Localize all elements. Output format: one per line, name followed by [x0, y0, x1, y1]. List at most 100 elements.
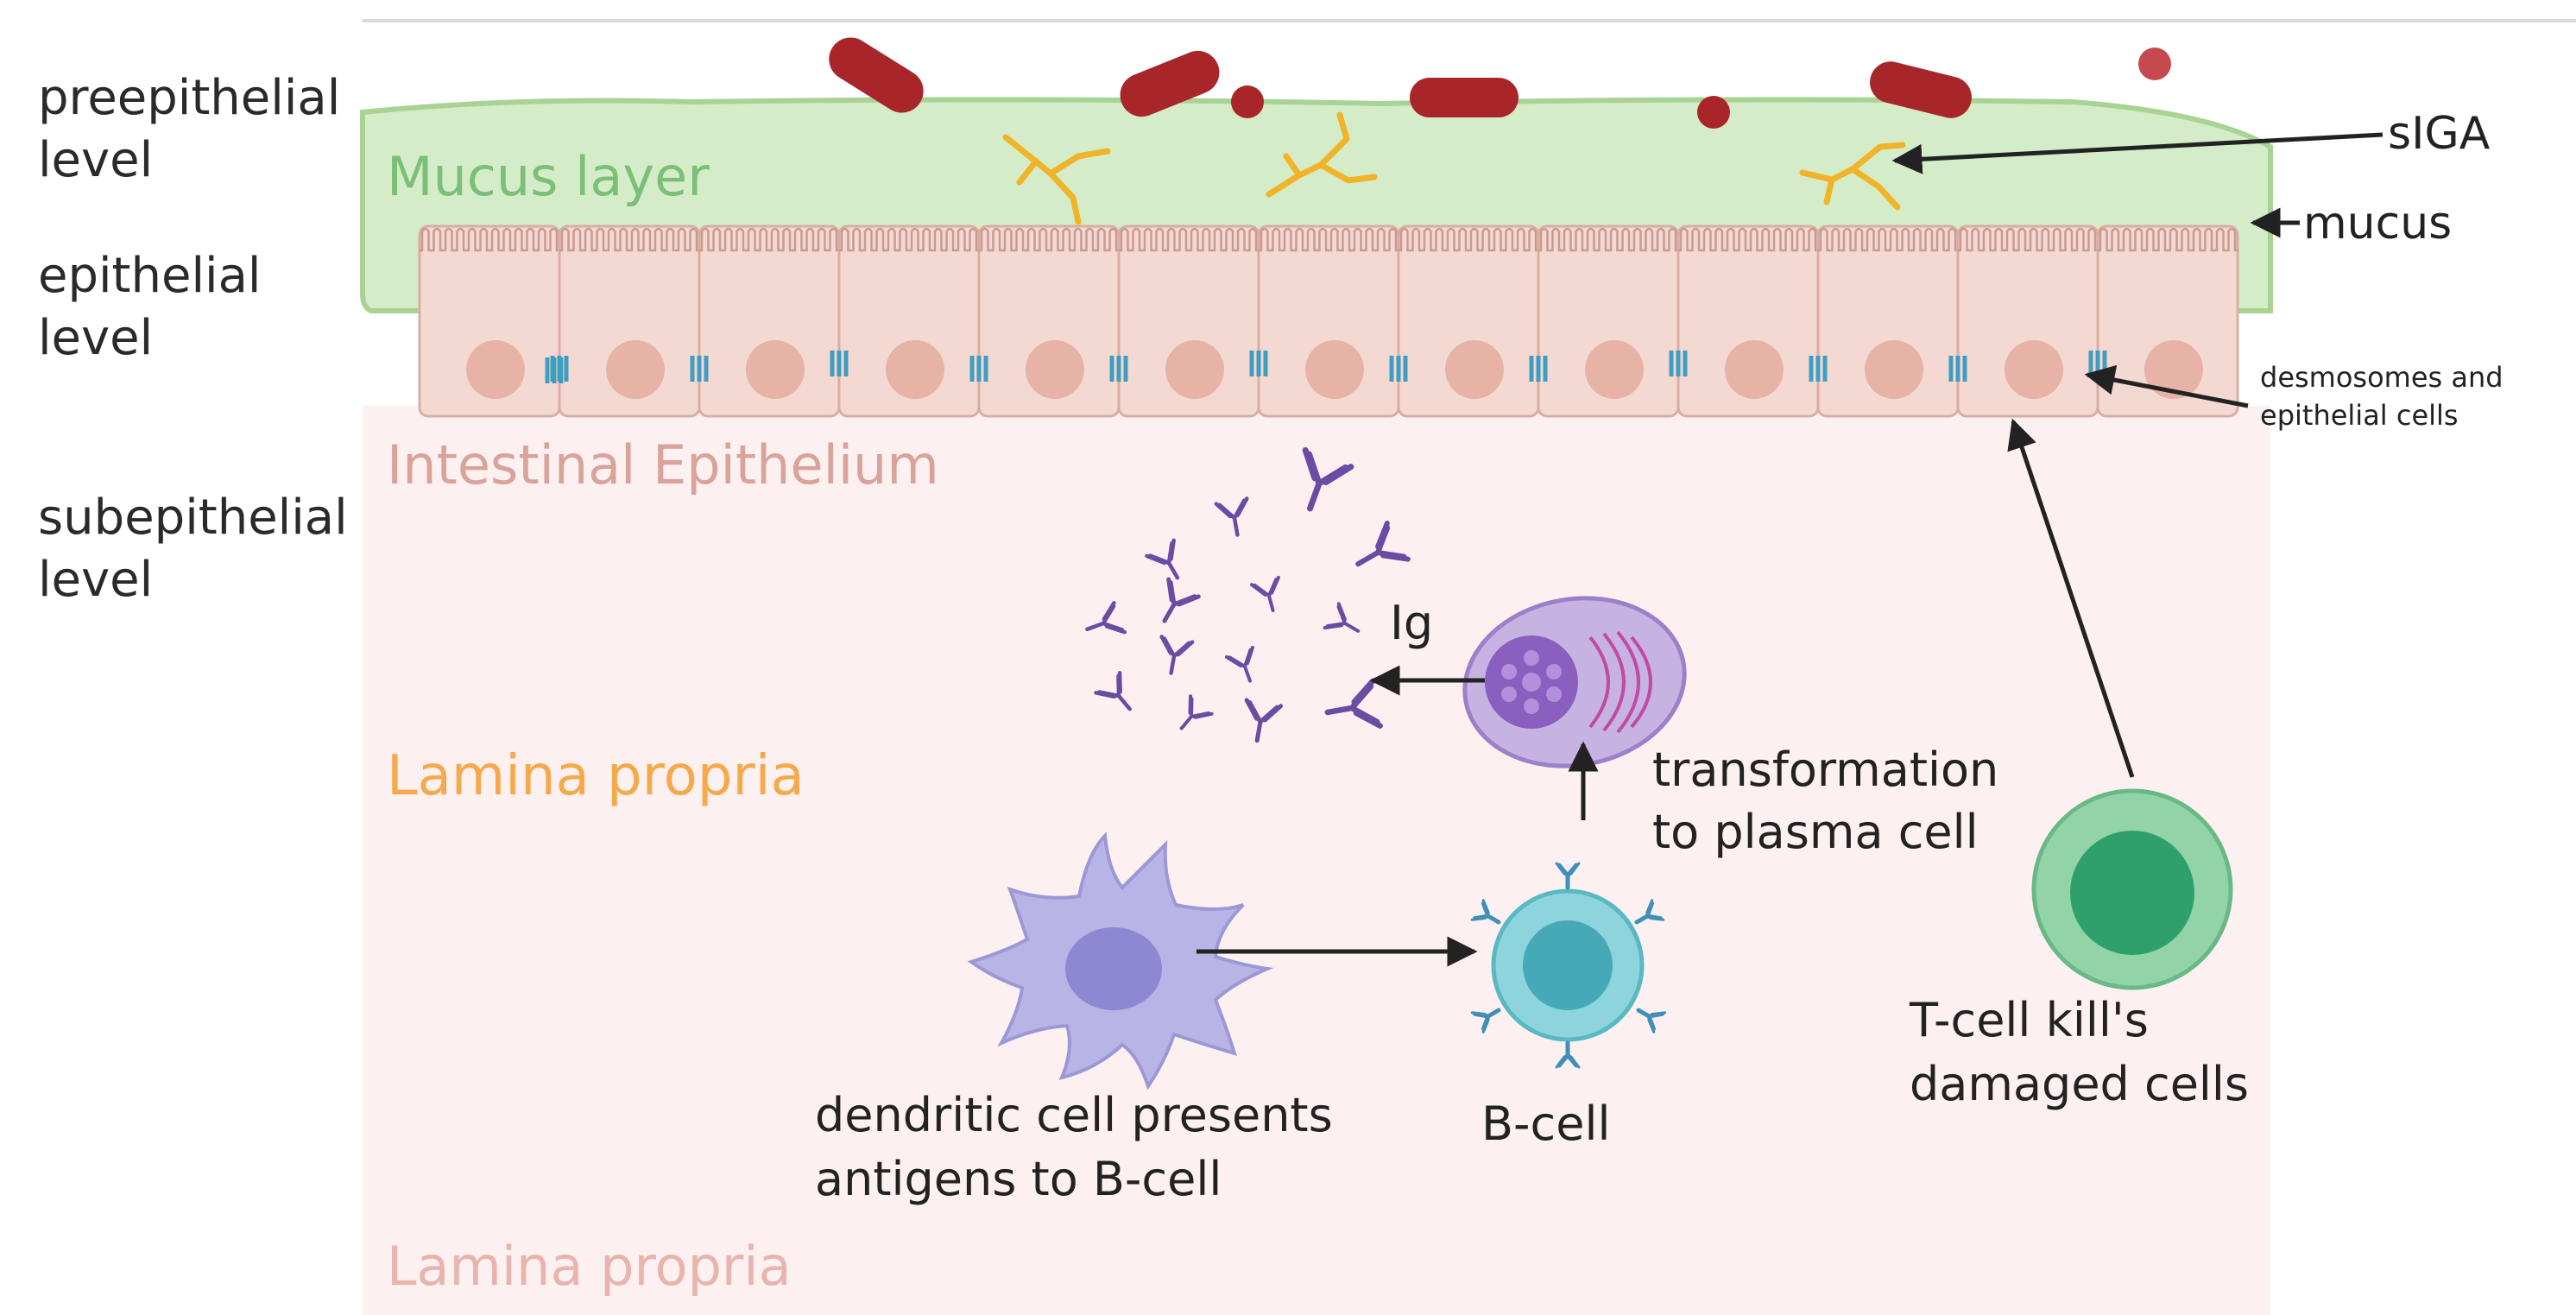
intestinal-epithelium: [418, 224, 2239, 418]
immunoglobulin: [1085, 601, 1127, 635]
microvilli: [979, 227, 1119, 252]
microvilli: [420, 227, 559, 252]
desmosome: [1529, 356, 1548, 382]
immunoglobulin: [1214, 496, 1249, 537]
bacteria-group: [829, 37, 2171, 129]
siga-dimer: [1799, 142, 1906, 211]
epithelial-nucleus: [886, 340, 944, 399]
t-cell: [2031, 788, 2233, 990]
bacterium: [1120, 50, 1220, 117]
epithelial-nucleus: [466, 340, 525, 399]
level-preepithelial-line1: preepithelial: [38, 70, 340, 126]
t-cell-label-line1: T-cell kill's: [1909, 993, 2149, 1047]
transformation-label-line1: transformation: [1652, 743, 1998, 797]
desmosome: [1109, 356, 1128, 382]
level-preepithelial-line2: level: [38, 132, 153, 188]
dendritic-label-line1: dendritic cell presents: [815, 1088, 1333, 1142]
immunoglobulin: [1302, 446, 1354, 512]
t-cell-nucleus: [2070, 831, 2194, 955]
transformation-label-line2: to plasma cell: [1652, 805, 1979, 859]
arrow-tcell: [2007, 418, 2135, 778]
microvilli: [1818, 227, 1958, 252]
immunoglobulin: [1323, 602, 1361, 633]
microvilli: [839, 227, 979, 252]
epithelial-nucleus: [746, 340, 805, 399]
bacterium: [2138, 47, 2171, 80]
desmosome: [969, 356, 988, 382]
level-subepithelial-line1: subepithelial: [38, 490, 348, 546]
desmosomes-label-line2: epithelial cells: [2260, 399, 2459, 432]
epithelial-nucleus: [1165, 340, 1224, 399]
lamina-propria-label: Lamina propria: [387, 744, 805, 808]
immunoglobulin: [1324, 679, 1383, 729]
desmosome: [2088, 351, 2107, 376]
immunoglobulin: [1094, 671, 1132, 711]
lamina-propria-background: [363, 406, 2270, 1315]
dendritic-cell: [967, 831, 1274, 1091]
epithelial-nucleus: [1305, 340, 1364, 399]
immunoglobulin: [1224, 645, 1255, 683]
desmosome: [1669, 351, 1688, 376]
microvilli: [1119, 227, 1259, 252]
microvilli: [1538, 227, 1678, 252]
microvilli: [1398, 227, 1538, 252]
arrows: [1196, 132, 2383, 967]
desmosome: [1249, 351, 1268, 376]
siga-dimers: [1002, 111, 1906, 225]
microvilli: [1259, 227, 1398, 252]
dendritic-label-line2: antigens to B-cell: [815, 1152, 1222, 1206]
immunoglobulin: [1179, 694, 1214, 730]
microvilli: [1678, 227, 1818, 252]
microvilli: [1958, 227, 2098, 252]
bacterium: [1697, 96, 1730, 129]
epithelial-nucleus: [1026, 340, 1084, 399]
desmosome: [1389, 356, 1408, 382]
b-cell: [1472, 863, 1664, 1067]
epithelial-nucleus: [606, 340, 665, 399]
desmosome: [1809, 356, 1828, 382]
desmosome: [545, 357, 564, 383]
desmosome: [1948, 356, 1967, 382]
siga-label: sIGA: [2388, 108, 2491, 160]
immunoglobulin: [1145, 538, 1180, 580]
mucus-layer-label: Mucus layer: [387, 145, 710, 208]
immunoglobulin: [1355, 521, 1411, 567]
desmosomes-label-line1: desmosomes and: [2260, 361, 2503, 394]
immunoglobulin: [1162, 577, 1201, 623]
epithelial-nucleus: [2005, 340, 2063, 399]
epithelial-nucleus: [1445, 340, 1504, 399]
b-cell-nucleus: [1523, 920, 1613, 1010]
level-epithelial-line1: epithelial: [38, 248, 261, 304]
bacterium: [1231, 85, 1264, 118]
immunoglobulin-cloud: [1085, 446, 1411, 743]
epithelial-nucleus: [2144, 340, 2203, 399]
immunoglobulin: [1249, 575, 1280, 613]
level-subepithelial-line2: level: [38, 552, 153, 608]
immunoglobulin: [1244, 698, 1284, 743]
ig-label: Ig: [1390, 596, 1433, 650]
microvilli: [559, 227, 699, 252]
arrow-desmosomes: [2084, 364, 2249, 408]
epithelial-nucleus: [1725, 340, 1784, 399]
epithelial-nucleus: [1585, 340, 1644, 399]
lamina-propria-bottom-label: Lamina propria: [387, 1235, 792, 1298]
mucus-label: mucus: [2303, 198, 2452, 250]
bacterium: [1870, 61, 1972, 118]
level-epithelial-line2: level: [38, 310, 153, 366]
bacterium: [1410, 78, 1518, 117]
epithelial-nucleus: [1865, 340, 1923, 399]
intestinal-epithelium-label: Intestinal Epithelium: [387, 433, 939, 496]
microvilli: [699, 227, 839, 252]
plasma-cell: [1462, 596, 1687, 768]
dendritic-nucleus: [1065, 927, 1162, 1010]
desmosome: [830, 351, 849, 376]
siga-dimer: [1266, 111, 1378, 198]
arrow-siga: [1891, 132, 2383, 174]
bacterium: [829, 37, 924, 113]
immunoglobulin: [1159, 635, 1195, 675]
t-cell-label-line2: damaged cells: [1910, 1057, 2249, 1111]
b-cell-label: B-cell: [1481, 1097, 1610, 1151]
siga-dimer: [1002, 134, 1111, 225]
microvilli: [2098, 227, 2238, 252]
